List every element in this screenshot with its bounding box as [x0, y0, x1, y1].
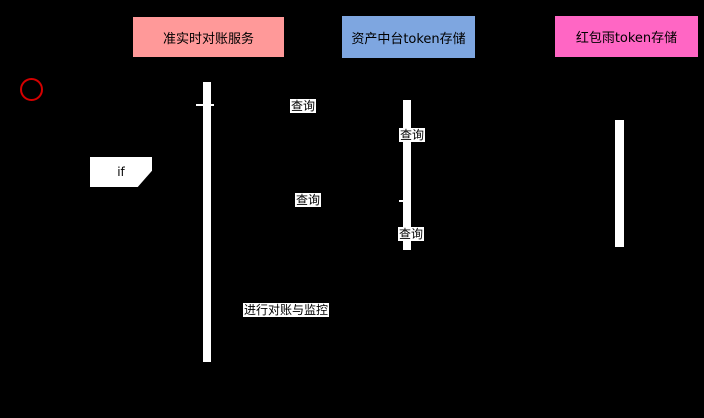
participant-label: 资产中台token存储 — [351, 31, 466, 47]
message-label-query-1: 查询 — [290, 99, 317, 113]
activation-bar-redpacket-token-store — [615, 120, 624, 247]
participant-header-reconciliation-service: 准实时对账服务 — [133, 17, 284, 57]
message-arrow-tick-1 — [196, 104, 214, 106]
activation-bar-reconciliation-service — [203, 82, 211, 362]
actor-start-circle-icon — [20, 78, 43, 101]
alt-fragment-if-label: if — [90, 157, 152, 187]
participant-label: 准实时对账服务 — [162, 31, 254, 47]
message-label-query-2: 查询 — [399, 128, 426, 142]
message-label-query-3: 查询 — [295, 193, 322, 207]
participant-header-redpacket-token-store: 红包雨token存储 — [555, 16, 698, 57]
message-label-query-4: 查询 — [398, 227, 425, 241]
message-label-reconcile-and-monitor: 进行对账与监控 — [243, 303, 330, 317]
alt-fragment-if-text: if — [117, 165, 125, 179]
participant-header-asset-token-store: 资产中台token存储 — [342, 16, 475, 58]
message-arrow-tick-2 — [399, 200, 409, 202]
participant-label: 红包雨token存储 — [575, 31, 678, 46]
activation-bar-asset-token-store — [403, 100, 411, 250]
